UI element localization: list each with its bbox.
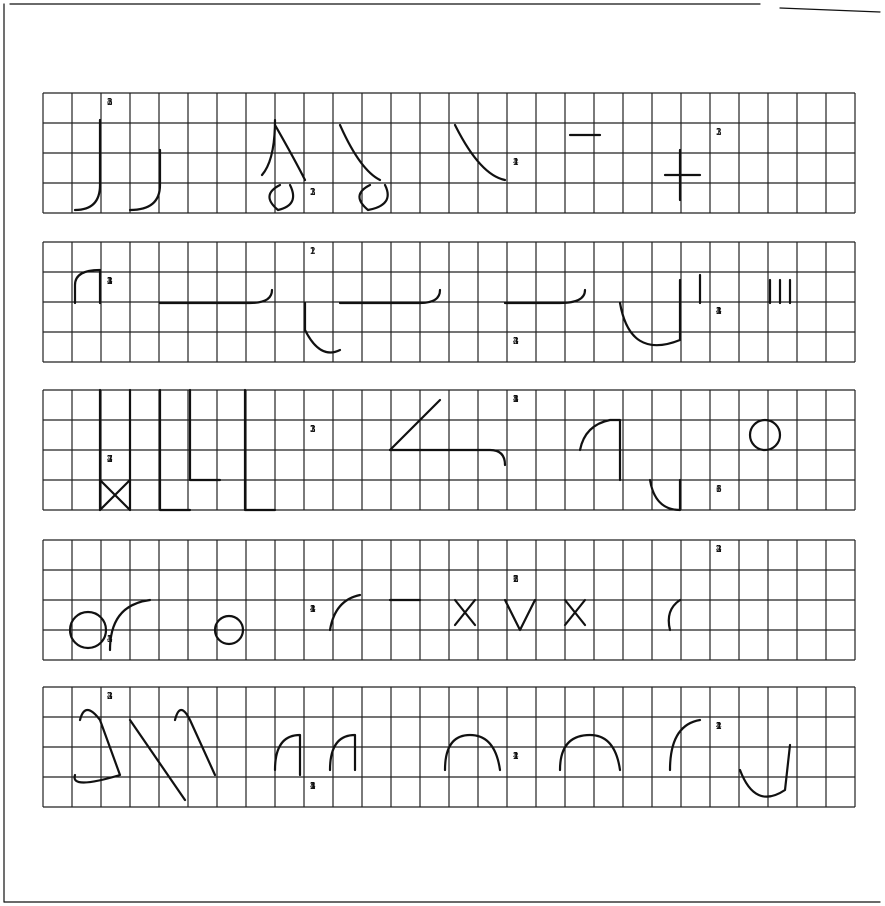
stroke-path-p5-9 [740, 745, 790, 797]
stroke-number-label: 2 [513, 752, 519, 762]
stroke-path-p3-11 [750, 420, 780, 450]
stroke-number-label: 1 [310, 425, 316, 435]
stroke-number-label: 2 [107, 455, 113, 465]
stroke-path-p3-7 [390, 400, 440, 450]
stroke-path-p1-1 [75, 120, 100, 210]
stroke-path-p4-8 [565, 600, 585, 625]
stroke-path-p3-5 [190, 390, 220, 480]
stroke-number-label: 2 [716, 545, 722, 555]
grid-panel-4 [43, 540, 855, 660]
stroke-path-p2-3 [305, 303, 340, 353]
stroke-path-p1-3 [262, 120, 275, 175]
grid-panel-1 [43, 93, 855, 213]
stroke-path-p3-8 [390, 450, 505, 465]
stroke-path-p5-5 [330, 735, 355, 770]
stroke-path-p4-7 [505, 600, 535, 630]
stroke-number-label: 4 [107, 692, 113, 702]
stroke-path-p1-5 [269, 185, 293, 210]
stroke-number-label: 1 [513, 575, 519, 585]
stroke-number-label: 1 [513, 158, 519, 168]
stroke-path-p2-4 [340, 290, 440, 303]
stroke-number-label: 2 [513, 395, 519, 405]
stroke-path-p2-2 [160, 290, 272, 303]
stroke-path-p5-7 [560, 735, 620, 770]
stroke-number-label: 1 [716, 307, 722, 317]
stroke-path-p2-1 [75, 270, 100, 303]
stroke-number-label: 1 [310, 247, 316, 257]
stroke-number-label: 1 [716, 485, 722, 495]
stroke-number-label: 1 [310, 782, 316, 792]
stroke-number-label: 4 [716, 722, 722, 732]
stroke-number-label: 1 [107, 635, 113, 645]
stroke-path-p1-2 [130, 150, 160, 210]
stroke-path-p5-2 [130, 720, 185, 800]
stroke-path-p3-10 [650, 480, 680, 510]
stroke-number-label: 2 [107, 277, 113, 287]
stroke-path-p2-6 [620, 280, 680, 345]
page-frame-top-right [780, 8, 880, 12]
stroke-path-p5-4 [275, 735, 300, 775]
stroke-path-p2-5 [505, 290, 585, 303]
stroke-path-p5-8 [670, 720, 700, 770]
stroke-path-p3-3 [100, 480, 130, 510]
stroke-path-p5-1 [75, 710, 120, 783]
stroke-number-label: 4 [310, 605, 316, 615]
stroke-path-p4-6 [455, 600, 475, 625]
stroke-number-label: 3 [513, 337, 519, 347]
stroke-number-label: 1 [716, 128, 722, 138]
stroke-number-labels: o111321213431221211314421334134112312413… [107, 98, 722, 792]
stroke-path-p4-9 [669, 600, 680, 630]
stroke-drawings [70, 120, 790, 800]
stroke-path-p1-7 [359, 185, 387, 210]
stroke-number-label: 2 [107, 98, 113, 108]
stroke-number-label: 1 [310, 188, 316, 198]
stroke-path-p5-6 [445, 735, 500, 770]
stroke-path-p5-3 [175, 710, 215, 775]
